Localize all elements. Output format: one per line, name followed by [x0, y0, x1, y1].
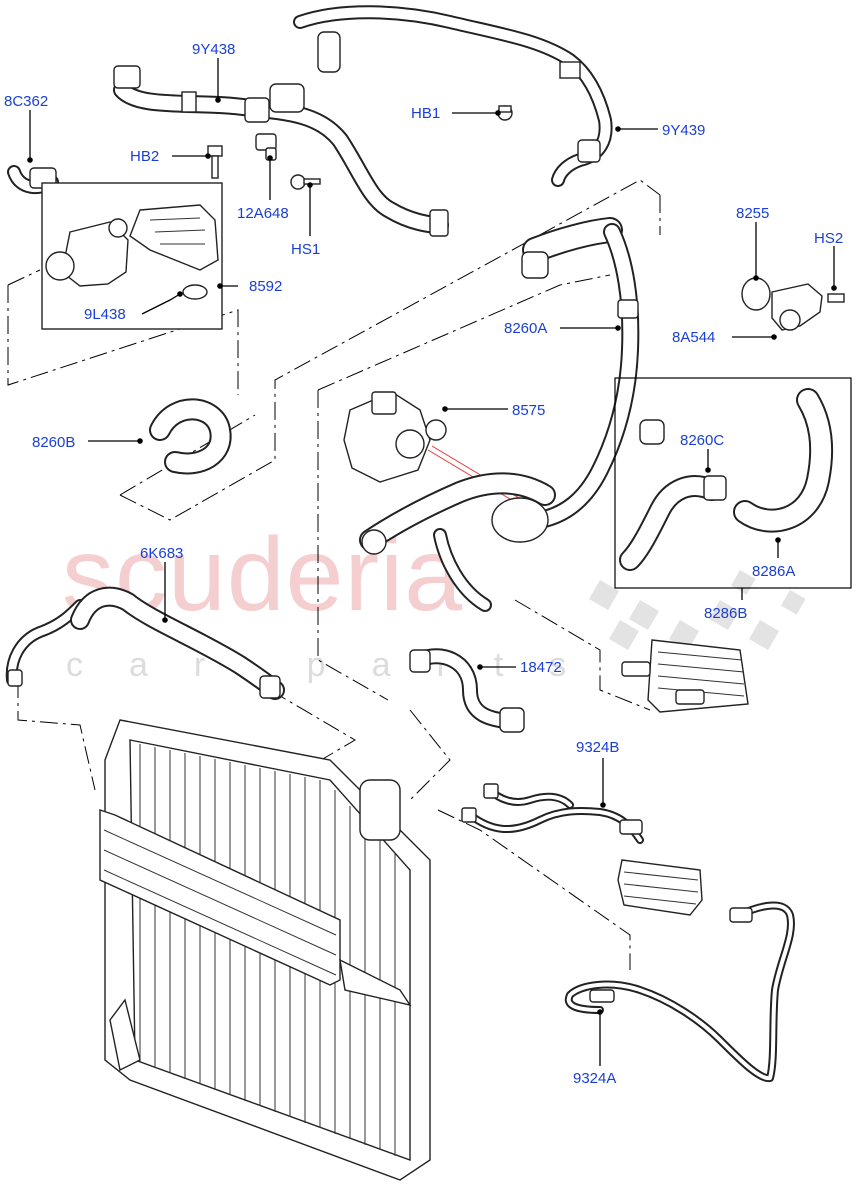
screw-hs1[interactable] — [290, 174, 321, 190]
pipe-9324a[interactable] — [564, 901, 795, 1083]
hose-9y439[interactable] — [293, 5, 613, 187]
hose-8286a[interactable] — [733, 388, 834, 533]
watermark-brand: scuderia — [62, 517, 463, 633]
thermostat-housing-8592[interactable] — [41, 182, 223, 330]
label-8255[interactable]: 8255 — [736, 205, 769, 222]
bolt-hb1[interactable] — [497, 105, 513, 121]
label-18472[interactable]: 18472 — [520, 659, 562, 676]
label-8575[interactable]: 8575 — [512, 402, 545, 419]
label-9l438[interactable]: 9L438 — [84, 306, 126, 323]
label-8c362[interactable]: 8C362 — [4, 93, 48, 110]
label-9324b[interactable]: 9324B — [576, 739, 619, 756]
bolt-hb2[interactable] — [207, 145, 223, 179]
label-12a648[interactable]: 12A648 — [237, 205, 289, 222]
outlet-8a544[interactable] — [741, 277, 845, 331]
group-8286b-box — [614, 377, 852, 589]
label-9324a[interactable]: 9324A — [573, 1070, 616, 1087]
parts — [5, 5, 852, 1181]
lower-hose-assembly[interactable] — [359, 472, 556, 612]
coolant-outlet-8575[interactable] — [343, 391, 525, 506]
leader-lines — [27, 58, 837, 1066]
hose-18472[interactable] — [409, 648, 525, 733]
watermark-sub: car parts — [66, 646, 612, 684]
label-8286a[interactable]: 8286A — [752, 563, 795, 580]
label-hb1[interactable]: HB1 — [411, 105, 440, 122]
label-8260c[interactable]: 8260C — [680, 432, 724, 449]
label-hb2[interactable]: HB2 — [130, 148, 159, 165]
label-6k683[interactable]: 6K683 — [140, 545, 183, 562]
hose-9y438[interactable] — [113, 65, 449, 237]
sensor-12a648[interactable] — [255, 133, 277, 161]
label-9y438[interactable]: 9Y438 — [192, 41, 235, 58]
hose-8260c[interactable] — [619, 475, 727, 571]
pipe-9324b[interactable] — [461, 783, 703, 916]
label-8286b[interactable]: 8286B — [704, 605, 747, 622]
label-8260a[interactable]: 8260A — [504, 320, 547, 337]
label-8260b[interactable]: 8260B — [32, 434, 75, 451]
hose-6k683[interactable] — [5, 586, 285, 700]
label-9y439[interactable]: 9Y439 — [662, 122, 705, 139]
label-8592[interactable]: 8592 — [249, 278, 282, 295]
oil-cooler[interactable] — [621, 639, 749, 713]
hose-8260a[interactable] — [521, 217, 665, 529]
label-hs1[interactable]: HS1 — [291, 241, 320, 258]
label-hs2[interactable]: HS2 — [814, 230, 843, 247]
part-labels: 9Y438 8C362 HB1 9Y439 HB2 12A648 HS1 825… — [4, 41, 843, 1087]
radiator[interactable] — [99, 719, 431, 1181]
hose-8260b[interactable] — [149, 398, 232, 475]
label-8a544[interactable]: 8A544 — [672, 329, 715, 346]
